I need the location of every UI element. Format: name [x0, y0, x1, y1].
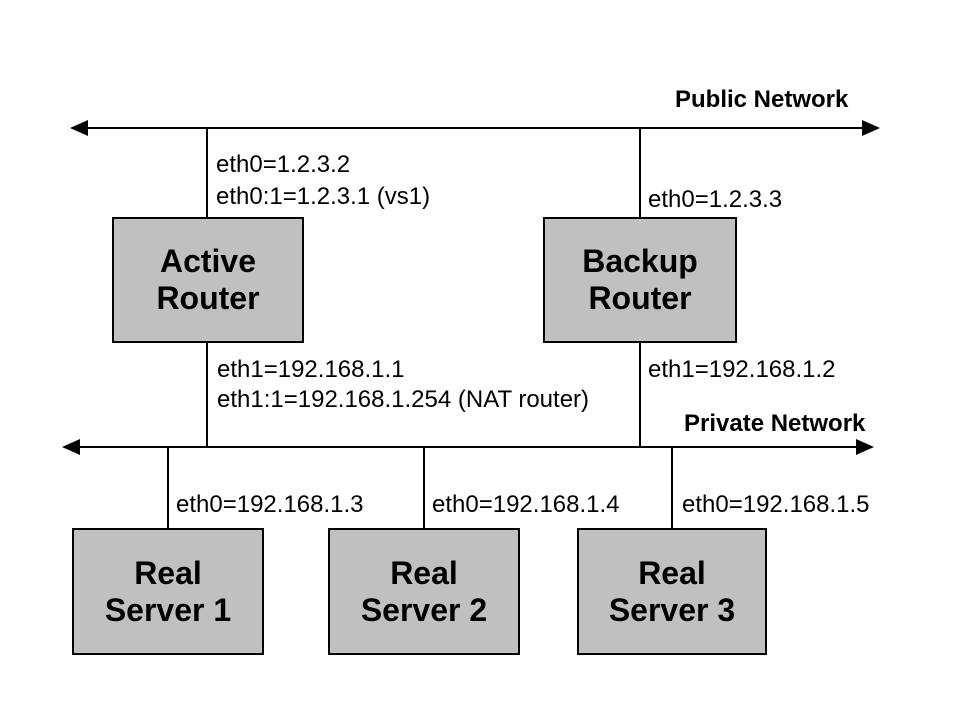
- backup-router-node: Backup Router: [543, 217, 737, 343]
- backup-router-eth1-label: eth1=192.168.1.2: [648, 356, 836, 383]
- real-server-1-eth0-label: eth0=192.168.1.3: [176, 491, 364, 518]
- public-network-right-arrow-icon: [862, 120, 880, 136]
- private-network-line: [80, 446, 856, 448]
- active-router-node-label: Active Router: [156, 243, 260, 316]
- public-network-left-arrow-icon: [70, 120, 88, 136]
- public-network-line: [88, 127, 862, 129]
- backup-router-node-label: Backup Router: [582, 243, 698, 316]
- real-server-1-node-label: Real Server 1: [104, 554, 232, 628]
- real-server-2-link-line: [423, 448, 425, 528]
- private-network-label: Private Network: [684, 410, 866, 437]
- active-router-private-link-line: [206, 343, 208, 447]
- real-server-1-node: Real Server 1: [72, 528, 264, 655]
- real-server-2-node: Real Server 2: [328, 528, 520, 655]
- backup-router-eth0-label: eth0=1.2.3.3: [648, 186, 783, 213]
- active-router-eth0-alias-label: eth0:1=1.2.3.1 (vs1): [216, 183, 431, 210]
- backup-router-public-link-line: [639, 129, 641, 217]
- active-router-eth1-alias-label: eth1:1=192.168.1.254 (NAT router): [217, 386, 590, 413]
- private-network-right-arrow-icon: [856, 439, 874, 455]
- public-network-label: Public Network: [675, 86, 849, 113]
- active-router-eth0-label: eth0=1.2.3.2: [216, 151, 351, 178]
- real-server-3-node: Real Server 3: [577, 528, 767, 655]
- real-server-3-eth0-label: eth0=192.168.1.5: [682, 491, 870, 518]
- real-server-2-node-label: Real Server 2: [360, 554, 488, 628]
- active-router-eth1-label: eth1=192.168.1.1: [217, 356, 405, 383]
- real-server-3-link-line: [671, 448, 673, 528]
- active-router-node: Active Router: [112, 217, 304, 343]
- active-router-public-link-line: [206, 129, 208, 217]
- real-server-1-link-line: [167, 448, 169, 528]
- private-network-left-arrow-icon: [62, 439, 80, 455]
- real-server-3-node-label: Real Server 3: [608, 554, 736, 628]
- real-server-2-eth0-label: eth0=192.168.1.4: [432, 491, 620, 518]
- backup-router-private-link-line: [639, 343, 641, 447]
